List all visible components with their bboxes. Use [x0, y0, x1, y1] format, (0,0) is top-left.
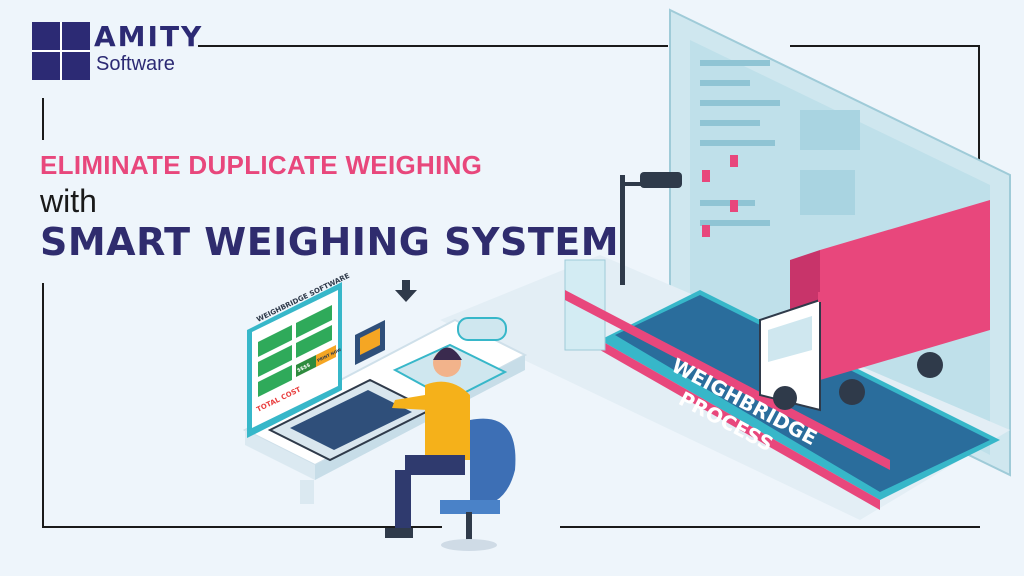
- brand-logo: AMITY Software: [32, 22, 203, 80]
- frame-top-line: [198, 45, 668, 47]
- person-icon: [385, 347, 470, 538]
- frame-bottom-line: [42, 526, 442, 528]
- frame-right-line: [978, 45, 980, 165]
- logo-mark-icon: [32, 22, 90, 80]
- headline: ELIMINATE DUPLICATE WEIGHING with SMART …: [40, 150, 619, 264]
- brand-name: AMITY: [94, 20, 204, 53]
- headline-line-3: SMART WEIGHING SYSTEM: [40, 220, 620, 264]
- chair-icon: [440, 418, 516, 551]
- barrier-arm: [565, 290, 890, 470]
- headline-line-1: ELIMINATE DUPLICATE WEIGHING: [40, 150, 483, 180]
- monitor-pink-markers: [702, 155, 738, 237]
- frame-top-right-line: [790, 45, 980, 47]
- headline-line-2: with: [40, 183, 97, 219]
- frame-left-upper-line: [42, 98, 44, 140]
- frame-left-lower-line: [42, 283, 44, 528]
- frame-bottom-right-line: [560, 526, 980, 528]
- monitor-data-rows: [700, 60, 860, 226]
- receipt-roll-icon: [457, 317, 507, 341]
- truck-icon: [759, 200, 990, 412]
- camera-icon: [640, 172, 682, 188]
- total-cost-value: $$$$: [296, 362, 312, 374]
- brand-subtitle: Software: [96, 53, 175, 75]
- download-arrow-icon: [395, 280, 417, 302]
- camera-pole: [620, 175, 625, 285]
